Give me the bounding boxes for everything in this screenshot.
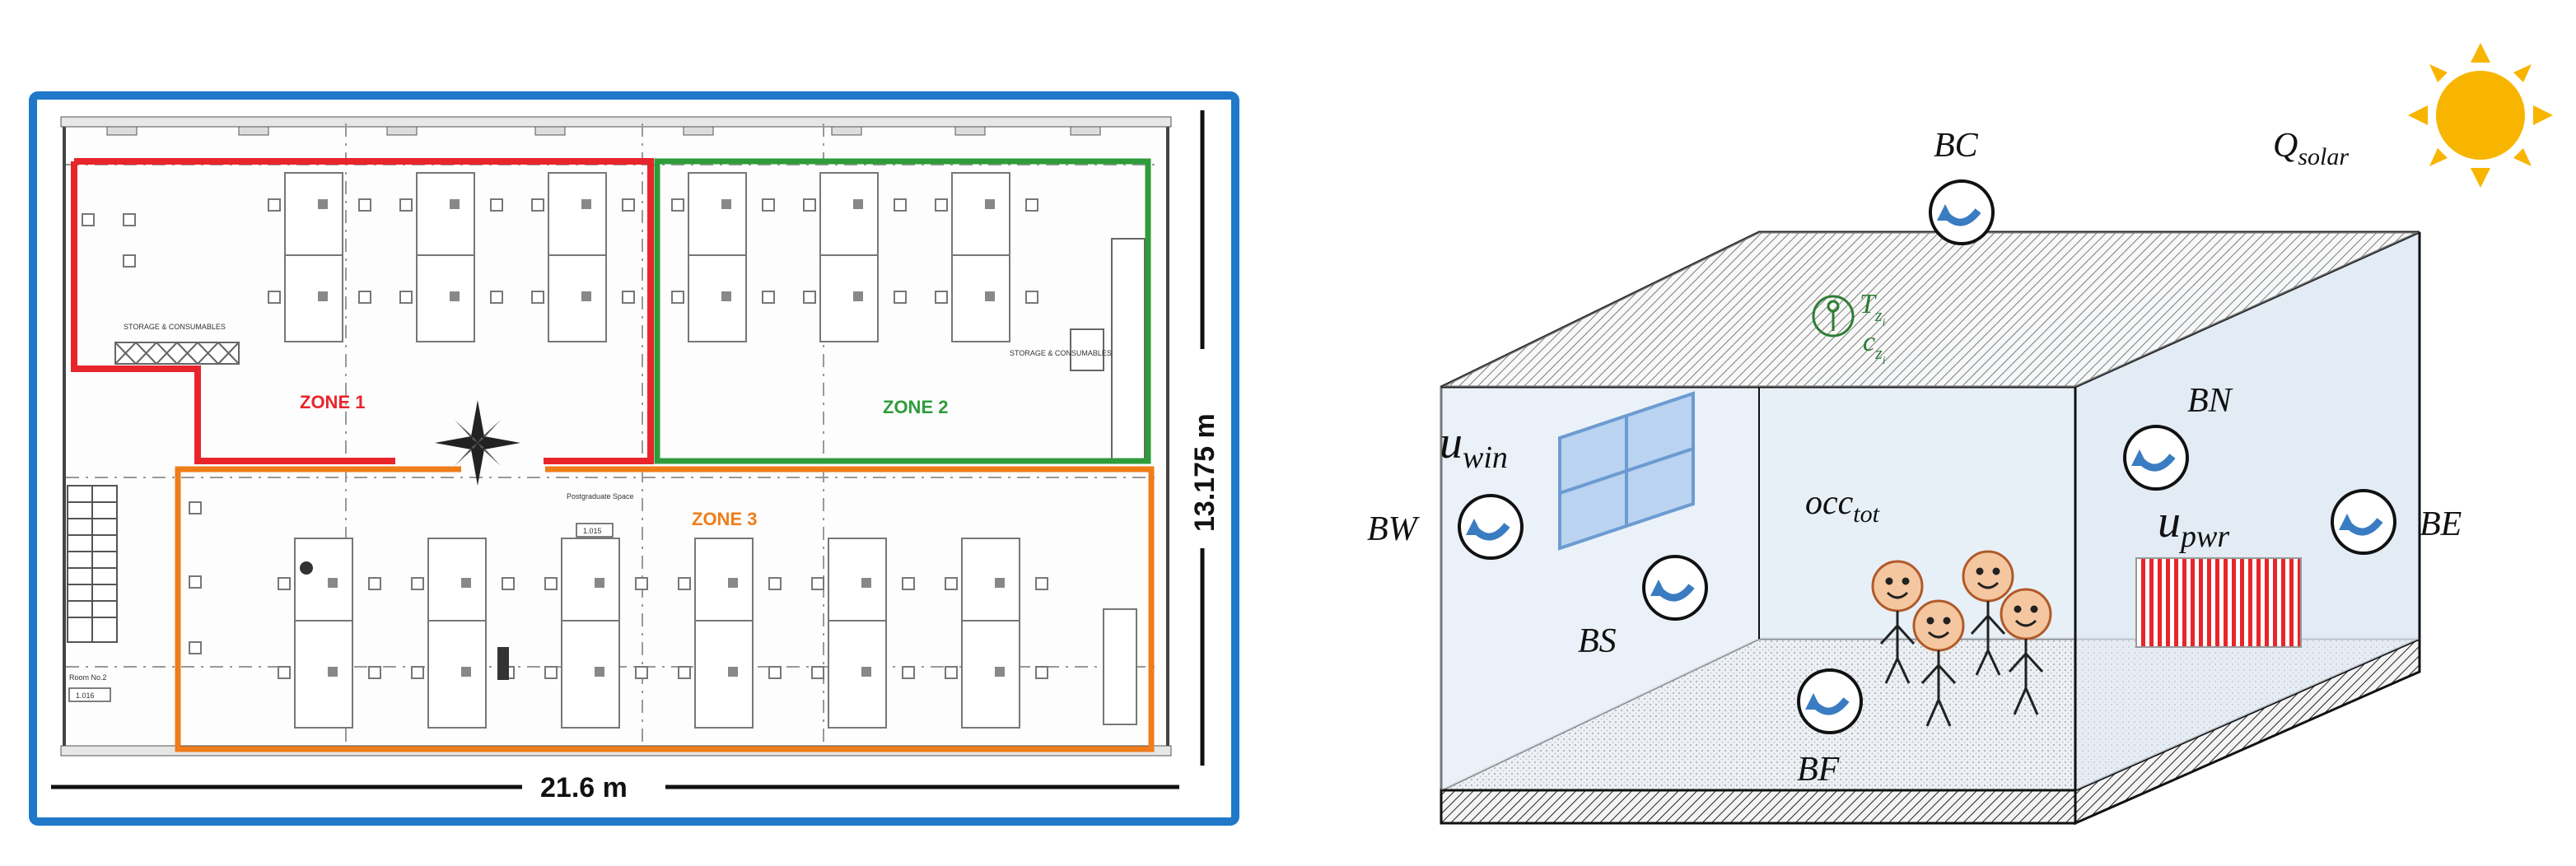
south-boundary-label: BS (1578, 622, 1617, 660)
width-dimension-label: 21.6 m (540, 772, 628, 803)
postgrad-label: Postgraduate Space (567, 492, 634, 501)
right-wall (2075, 232, 2420, 790)
compass-rose (435, 400, 520, 486)
sensor-co2-label: czi (1863, 327, 1886, 367)
zone-2-outline (654, 158, 1151, 464)
power-heater (2135, 557, 2302, 648)
occupant-3 (1962, 550, 2014, 676)
occupant-2 (1912, 599, 1965, 727)
height-dimension-label: 13.175 m (1189, 413, 1220, 532)
room-left-label: Room No.2 (69, 673, 107, 682)
room-code: 1.015 (583, 527, 602, 535)
floor-slab-side (1440, 789, 2077, 825)
window-input-label: uwin (1440, 417, 1508, 475)
west-boundary-label: BW (1367, 510, 1421, 548)
occupancy-label: occtot (1805, 484, 1880, 528)
floor-plan: STORAGE & CONSUMABLES STORAGE & CONSUMAB… (29, 91, 1239, 826)
power-input-label: upwr (2158, 496, 2229, 554)
sun-icon (2408, 43, 2553, 188)
north-boundary-icon (2123, 425, 2189, 491)
ceiling-boundary-label: BC (1934, 127, 1979, 165)
room-left-code: 1.016 (76, 691, 95, 700)
zone-2-label: ZONE 2 (883, 397, 948, 417)
zone-model: Tzi czi (1367, 43, 2553, 826)
east-boundary-icon (2331, 489, 2396, 555)
storage-left-label: STORAGE & CONSUMABLES (124, 323, 226, 331)
occupant-1 (1871, 560, 1924, 684)
window (1558, 391, 1695, 551)
solar-gain-label: Qsolar (2273, 127, 2349, 170)
west-boundary-icon (1458, 494, 1524, 560)
south-boundary-icon (1642, 555, 1708, 621)
zone-3-label: ZONE 3 (692, 509, 757, 529)
stairs (67, 485, 118, 643)
storage-right-label: STORAGE & CONSUMABLES (1010, 349, 1112, 357)
zone-3-outline (175, 466, 1155, 752)
sensor-temp-label: Tzi (1860, 289, 1885, 329)
occupant-figures (1871, 550, 2052, 727)
occupant-4 (2000, 588, 2052, 715)
north-boundary-label: BN (2187, 382, 2233, 420)
zone-1-label: ZONE 1 (300, 392, 365, 412)
floor-boundary-label: BF (1797, 751, 1840, 789)
east-boundary-label: BE (2420, 505, 2462, 543)
sensor-icon (1812, 295, 1855, 338)
ceiling-boundary-icon (1929, 179, 1995, 245)
floor-boundary-icon (1797, 668, 1863, 734)
